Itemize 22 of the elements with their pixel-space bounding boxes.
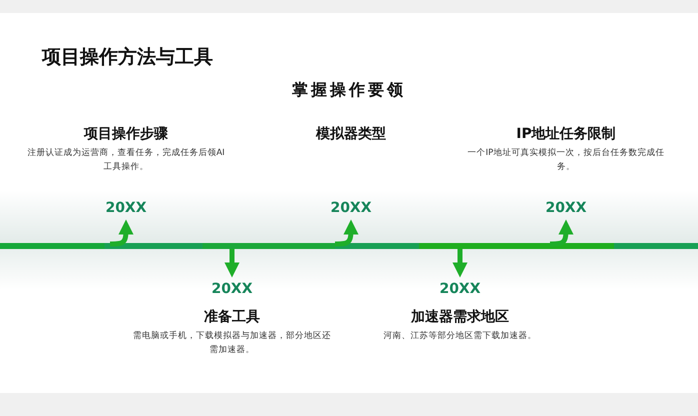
arrow [550, 220, 574, 246]
milestone-heading: 准备工具 [204, 308, 260, 327]
description-text: 河南、江苏等部分地区需下载加速器。 [382, 330, 538, 343]
year-label: 20XX [105, 199, 147, 218]
subtitle: 掌握操作要领 [291, 80, 407, 101]
arrow [334, 220, 358, 246]
milestone-heading: 加速器需求地区 [411, 308, 509, 327]
title: 项目操作方法与工具 [42, 45, 213, 70]
milestone-heading: IP地址任务限制 [516, 125, 616, 144]
description-text: 一个IP地址可真实模拟一次，按后台任务数完成任务。 [466, 146, 666, 174]
arrow [224, 249, 240, 278]
milestone-heading: 模拟器类型 [316, 125, 386, 144]
timeline-bar [0, 243, 698, 249]
year-label: 20XX [545, 199, 587, 218]
year-label: 20XX [439, 280, 481, 299]
description-text: 需电脑或手机，下载模拟器与加速器，部分地区还需加速器。 [132, 330, 332, 357]
milestone-heading: 项目操作步骤 [84, 125, 168, 144]
year-label: 20XX [211, 280, 253, 299]
arrow [110, 220, 134, 246]
arrow [452, 249, 468, 278]
description-text: 注册认证成为运营商，查看任务，完成任务后领AI工具操作。 [26, 146, 226, 174]
year-label: 20XX [330, 199, 372, 218]
